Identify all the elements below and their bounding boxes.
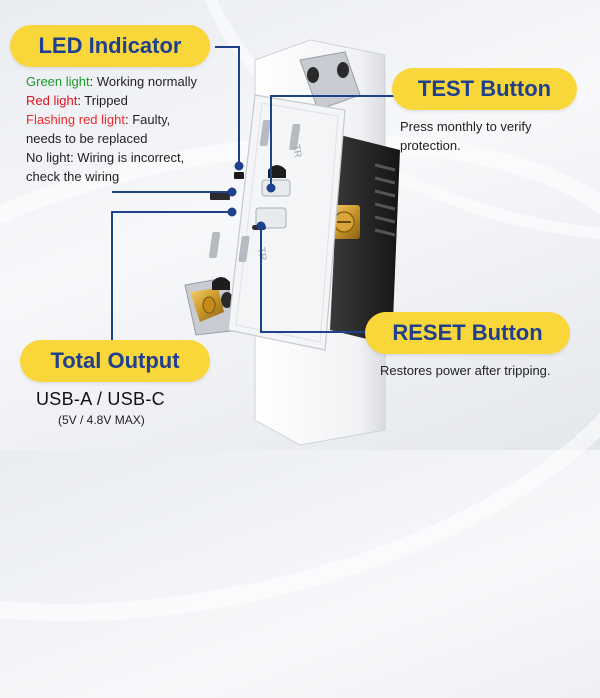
led-flashing-label: Flashing red light xyxy=(26,112,125,127)
leader-line-reset xyxy=(260,228,370,333)
led-line-flashing: Flashing red light: Faulty, xyxy=(26,110,236,129)
led-red-label: Red light xyxy=(26,93,78,108)
reset-button-description: Restores power after tripping. xyxy=(380,363,551,378)
outlet-back-body xyxy=(330,135,400,345)
test-button-title: TEST Button xyxy=(392,68,577,110)
led-green-label: Green light xyxy=(26,74,90,89)
tr-marking-top: TR xyxy=(290,144,303,159)
led-line-5: No light: Wiring is incorrect, xyxy=(26,150,185,165)
led-green-text: : Working normally xyxy=(89,74,197,89)
usb-ports-label: USB-A / USB-C xyxy=(36,389,165,409)
led-indicator-description: Green light: Working normally Red light:… xyxy=(26,72,236,186)
led-flashing-text: : Faulty, xyxy=(125,112,171,127)
receptacle-top: TR xyxy=(259,120,303,178)
test-button-description: Press monthly to verify protection. xyxy=(400,117,590,155)
mounting-strap-bottom xyxy=(184,277,241,336)
leader-lines xyxy=(111,46,395,348)
test-desc-line2: protection. xyxy=(400,138,461,153)
reset-button-title: RESET Button xyxy=(365,312,570,354)
led-line-4: needs to be replaced xyxy=(26,131,148,146)
led-line-red: Red light: Tripped xyxy=(26,91,236,110)
test-desc-line1: Press monthly to verify xyxy=(400,119,532,134)
usb-rating-label: (5V / 4.8V MAX) xyxy=(58,413,145,427)
leader-line-total-output xyxy=(111,211,230,348)
leader-line-led xyxy=(215,46,240,163)
led-line-green: Green light: Working normally xyxy=(26,72,236,91)
gfci-outlet-illustration: TR TR xyxy=(111,39,400,446)
led-indicator-title: LED Indicator xyxy=(10,25,210,67)
total-output-title: Total Output xyxy=(20,340,210,382)
body-ridges xyxy=(374,163,396,237)
usb-a-port xyxy=(210,192,230,200)
led-line-6: check the wiring xyxy=(26,169,120,184)
led-indicator-light xyxy=(234,172,244,179)
leader-line-test xyxy=(270,95,395,186)
led-red-text: : Tripped xyxy=(77,93,128,108)
test-button[interactable] xyxy=(261,179,291,197)
